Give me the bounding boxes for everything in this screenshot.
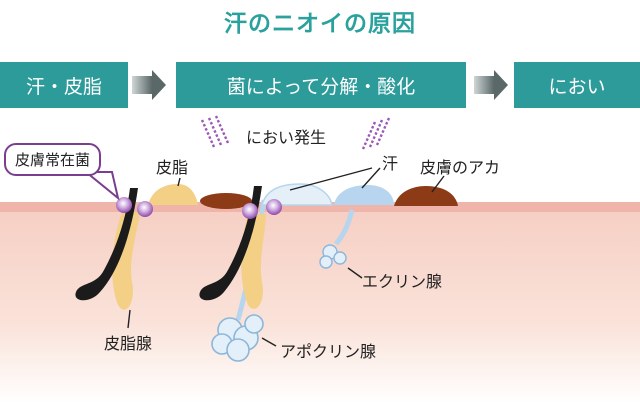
skin-grime-label: 皮膚のアカ xyxy=(420,158,501,177)
sweat-blob-left xyxy=(261,183,333,206)
odor-label: におい発生 xyxy=(246,128,327,147)
step-odor: におい xyxy=(514,62,640,108)
skin-grime-left xyxy=(200,193,252,209)
hair-left xyxy=(75,188,138,301)
skin-grime-right xyxy=(394,186,458,206)
page-title: 汗のニオイの原因 xyxy=(224,11,416,37)
callout-tail xyxy=(83,171,120,201)
bacteria-left-icon xyxy=(116,197,153,217)
eccrine-gland-icon xyxy=(319,244,347,269)
resident-bacteria-callout: 皮膚常在菌 xyxy=(4,143,102,176)
sebum-blob xyxy=(148,184,198,205)
skin-body xyxy=(0,210,640,403)
hair-middle xyxy=(199,186,262,301)
eccrine-label: エクリン腺 xyxy=(362,272,443,291)
odor-lines-left-icon xyxy=(200,115,230,148)
apocrine-gland-icon xyxy=(211,314,264,362)
arrow-2-icon xyxy=(474,70,508,100)
bacteria-middle-icon xyxy=(242,199,282,219)
eccrine-duct xyxy=(334,209,355,246)
step-decomposition: 菌によって分解・酸化 xyxy=(176,62,466,108)
sweat-label: 汗 xyxy=(382,154,399,173)
sebum-label: 皮脂 xyxy=(156,158,189,177)
sebaceous-label: 皮脂腺 xyxy=(104,334,153,353)
skin-surface xyxy=(0,202,640,212)
leader-lines xyxy=(127,167,445,347)
arrow-1-icon xyxy=(132,70,166,100)
apocrine-label: アポクリン腺 xyxy=(280,342,377,361)
odor-lines-right-icon xyxy=(361,117,391,150)
sweat-blob-right xyxy=(334,185,394,205)
step-sweat-sebum: 汗・皮脂 xyxy=(0,62,128,108)
